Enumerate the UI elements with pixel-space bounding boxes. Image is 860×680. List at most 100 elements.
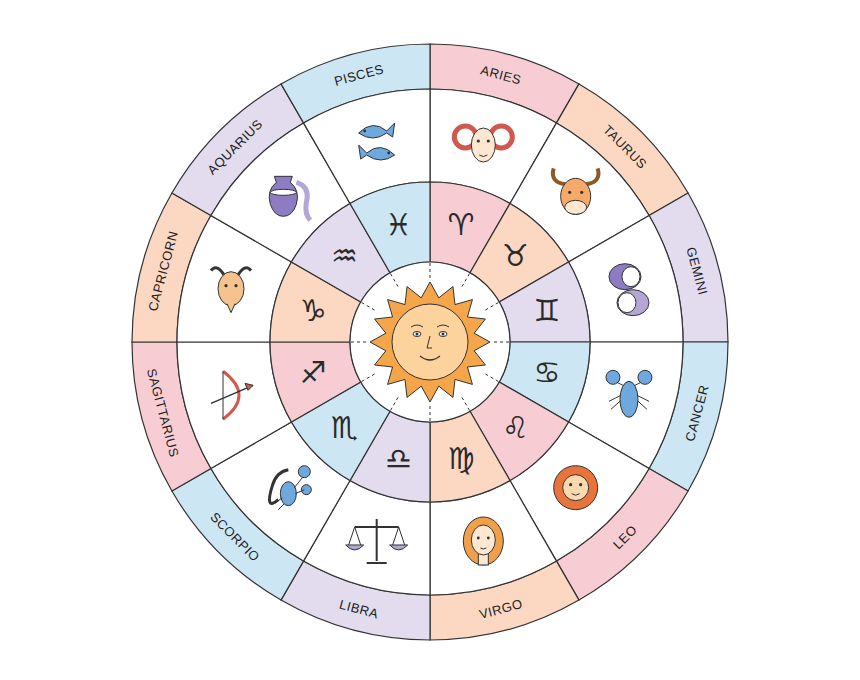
divider-dash bbox=[430, 262, 431, 278]
jar bbox=[269, 176, 297, 216]
zodiac-symbol: ♉ bbox=[502, 241, 529, 271]
string bbox=[223, 371, 224, 419]
pan bbox=[346, 545, 364, 550]
sign-picture bbox=[554, 466, 598, 510]
eye bbox=[363, 130, 366, 133]
divider-dash bbox=[361, 302, 375, 310]
sun-brow bbox=[411, 325, 423, 327]
lion-face bbox=[563, 475, 589, 501]
pan bbox=[390, 545, 408, 550]
zodiac-symbol: ♓ bbox=[385, 210, 412, 240]
arms bbox=[617, 382, 641, 385]
muzzle bbox=[565, 200, 587, 214]
eye bbox=[487, 537, 490, 540]
divider-dash bbox=[494, 342, 510, 343]
sign-picture bbox=[454, 126, 512, 162]
hair bbox=[463, 517, 503, 565]
sun-pupil bbox=[416, 333, 419, 336]
face bbox=[471, 525, 495, 555]
symbol-segment bbox=[430, 411, 510, 502]
chains bbox=[349, 527, 405, 545]
eye bbox=[569, 483, 572, 486]
sign-name: VIRGO bbox=[478, 597, 524, 621]
sun-illustration bbox=[370, 282, 490, 402]
center-disc bbox=[350, 262, 510, 422]
zodiac-symbol: ♊ bbox=[533, 296, 560, 326]
zodiac-symbol: ♏ bbox=[331, 413, 358, 443]
symbol-segment bbox=[499, 262, 590, 342]
divider-dash bbox=[462, 273, 470, 287]
legs bbox=[274, 478, 304, 510]
water bbox=[296, 182, 310, 220]
sun-eye bbox=[413, 332, 421, 337]
divider-dash bbox=[390, 273, 398, 287]
fish bbox=[359, 123, 395, 138]
divider-dash bbox=[485, 374, 499, 382]
zodiac-symbol: ♍ bbox=[448, 444, 475, 474]
bull-head bbox=[561, 178, 591, 214]
zodiac-symbol: ♌ bbox=[502, 413, 529, 443]
arrow-head bbox=[245, 383, 253, 390]
sign-name: CANCER bbox=[683, 384, 711, 443]
sign-name: GEMINI bbox=[684, 245, 709, 296]
claw bbox=[298, 466, 310, 478]
fish bbox=[359, 145, 395, 160]
hair bbox=[617, 290, 649, 316]
scorpion-body bbox=[280, 482, 296, 506]
eye bbox=[580, 191, 583, 194]
sign-picture bbox=[606, 370, 652, 417]
sign-name: LIBRA bbox=[338, 597, 380, 620]
goat-head bbox=[218, 272, 244, 306]
sign-picture bbox=[609, 264, 649, 316]
divider-dash bbox=[462, 397, 470, 411]
sign-picture bbox=[553, 168, 599, 214]
divider-dash bbox=[485, 302, 499, 310]
crab-body bbox=[620, 381, 638, 417]
eye bbox=[387, 152, 390, 155]
mouth bbox=[479, 155, 487, 157]
sign-picture bbox=[463, 517, 503, 565]
zodiac-symbol: ♒ bbox=[331, 241, 358, 271]
sign-picture bbox=[359, 123, 395, 160]
zodiac-symbol: ♋ bbox=[533, 358, 560, 388]
sign-picture bbox=[346, 519, 408, 563]
sun-brow bbox=[437, 325, 449, 327]
sun-pupil bbox=[442, 333, 445, 336]
jar-band bbox=[270, 189, 296, 195]
divider-dash bbox=[361, 374, 375, 382]
claw bbox=[301, 485, 311, 495]
face bbox=[618, 293, 636, 313]
eye bbox=[487, 139, 490, 142]
sign-name: TAURUS bbox=[601, 123, 649, 171]
sign-name: AQUARIUS bbox=[205, 117, 265, 177]
beard bbox=[227, 304, 235, 313]
sign-picture bbox=[269, 176, 310, 220]
sign-picture bbox=[211, 268, 251, 313]
hair bbox=[609, 264, 641, 290]
zodiac-symbol: ♈ bbox=[448, 210, 475, 240]
divider-dash bbox=[350, 342, 366, 343]
zodiac-symbol: ♎ bbox=[385, 444, 412, 474]
face bbox=[622, 267, 640, 287]
symbol-segment bbox=[350, 182, 430, 273]
zodiac-symbol: ♑ bbox=[300, 296, 327, 326]
eye bbox=[234, 284, 237, 287]
sign-picture bbox=[269, 466, 311, 510]
mouth bbox=[572, 494, 580, 496]
wheel-group bbox=[132, 44, 728, 640]
mouth bbox=[480, 548, 486, 549]
sign-name: SCORPIO bbox=[208, 510, 262, 564]
sun-face bbox=[392, 304, 468, 380]
sun-mouth bbox=[420, 356, 440, 360]
ram-head bbox=[471, 128, 495, 162]
eye bbox=[579, 483, 582, 486]
eye bbox=[568, 191, 571, 194]
zodiac-symbol: ♐ bbox=[300, 358, 327, 388]
sign-name: SAGITTARIUS bbox=[145, 368, 181, 459]
sun-rays bbox=[370, 282, 490, 402]
eye bbox=[477, 537, 480, 540]
divider-dash bbox=[390, 397, 398, 411]
sign-name: LEO bbox=[611, 523, 640, 552]
